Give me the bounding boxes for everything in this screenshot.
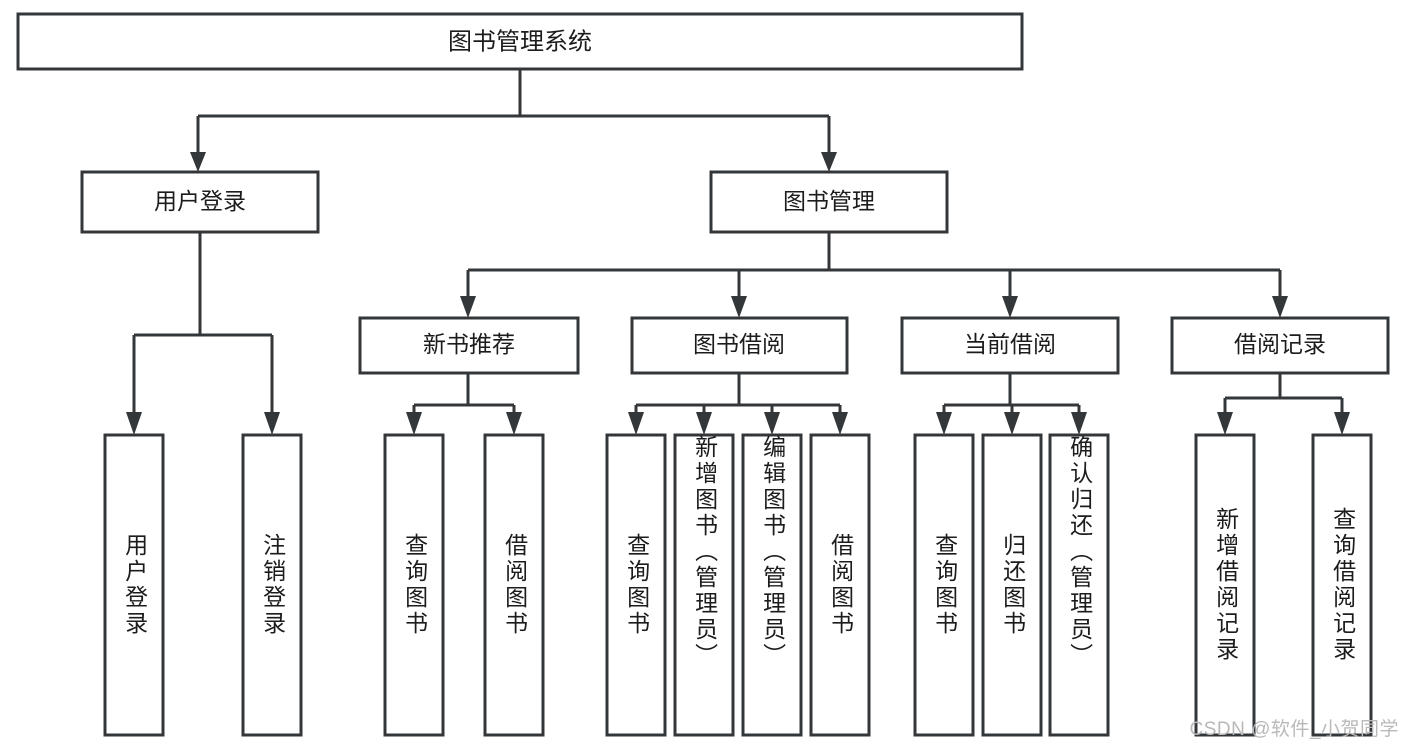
leaf-box[interactable]: [1194, 433, 1256, 737]
leaf-box[interactable]: [1048, 433, 1110, 737]
arrow-head-icon: [1071, 412, 1087, 435]
arrow-head-icon: [190, 152, 206, 172]
leaf-box[interactable]: [605, 433, 667, 737]
connector-bookmgmt-to-level3: [460, 232, 1288, 318]
connector-newbook-to-leaves: [406, 373, 522, 435]
arrow-head-icon: [126, 412, 142, 435]
arrow-head-icon: [764, 412, 780, 435]
leaf-box[interactable]: [673, 433, 735, 737]
node-root-box[interactable]: [16, 12, 1024, 71]
node-borrow-records-label: 借阅记录: [1234, 331, 1326, 357]
arrow-head-icon: [832, 412, 848, 435]
connector-userlogin-to-leaves: [126, 232, 280, 435]
node-root[interactable]: 图书管理系统: [16, 12, 1024, 71]
arrow-head-icon: [1334, 412, 1350, 435]
leaf-box[interactable]: [1311, 433, 1373, 737]
arrow-head-icon: [506, 412, 522, 435]
node-new-book-recommend[interactable]: 新书推荐: [358, 316, 580, 375]
arrow-head-icon: [1004, 412, 1020, 435]
node-root-label: 图书管理系统: [448, 28, 592, 55]
node-current-borrow[interactable]: 当前借阅: [900, 316, 1120, 375]
leaf-box[interactable]: [809, 433, 871, 737]
node-user-login-box[interactable]: [80, 170, 320, 234]
node-book-management-label: 图书管理: [783, 188, 875, 214]
node-book-borrow-box[interactable]: [630, 316, 849, 375]
leaf-box[interactable]: [913, 433, 975, 737]
arrow-head-icon: [731, 296, 747, 318]
arrow-head-icon: [1002, 296, 1018, 318]
arrow-head-icon: [264, 412, 280, 435]
connector-root-to-level2: [190, 69, 837, 172]
arrow-head-icon: [821, 152, 837, 172]
leaf-box[interactable]: [981, 433, 1043, 737]
watermark-text: CSDN @软件_小贺同学: [1189, 719, 1399, 740]
arrow-head-icon: [460, 296, 476, 318]
node-new-book-recommend-label: 新书推荐: [423, 331, 515, 357]
leaf-box[interactable]: [483, 433, 545, 737]
connector-current-to-leaves: [936, 373, 1087, 435]
leaf-box[interactable]: [103, 433, 165, 737]
node-current-borrow-label: 当前借阅: [964, 331, 1056, 357]
arrow-head-icon: [696, 412, 712, 435]
arrow-head-icon: [406, 412, 422, 435]
node-user-login[interactable]: 用户登录: [80, 170, 320, 234]
arrow-head-icon: [936, 412, 952, 435]
node-book-management-box[interactable]: [709, 170, 949, 234]
node-book-borrow[interactable]: 图书借阅: [630, 316, 849, 375]
arrow-head-icon: [1217, 412, 1233, 435]
node-new-book-recommend-box[interactable]: [358, 316, 580, 375]
node-borrow-records[interactable]: 借阅记录: [1170, 316, 1390, 375]
node-borrow-records-box[interactable]: [1170, 316, 1390, 375]
node-user-login-label: 用户登录: [154, 188, 246, 214]
leaf-box[interactable]: [741, 433, 803, 737]
node-current-borrow-box[interactable]: [900, 316, 1120, 375]
leaf-boxes: [103, 433, 1373, 737]
node-book-borrow-label: 图书借阅: [693, 331, 785, 357]
leaf-box[interactable]: [383, 433, 445, 737]
arrow-head-icon: [628, 412, 644, 435]
connector-records-to-leaves: [1217, 373, 1350, 435]
leaf-box[interactable]: [241, 433, 303, 737]
node-book-management[interactable]: 图书管理: [709, 170, 949, 234]
connector-borrow-to-leaves: [628, 373, 848, 435]
arrow-head-icon: [1272, 296, 1288, 318]
